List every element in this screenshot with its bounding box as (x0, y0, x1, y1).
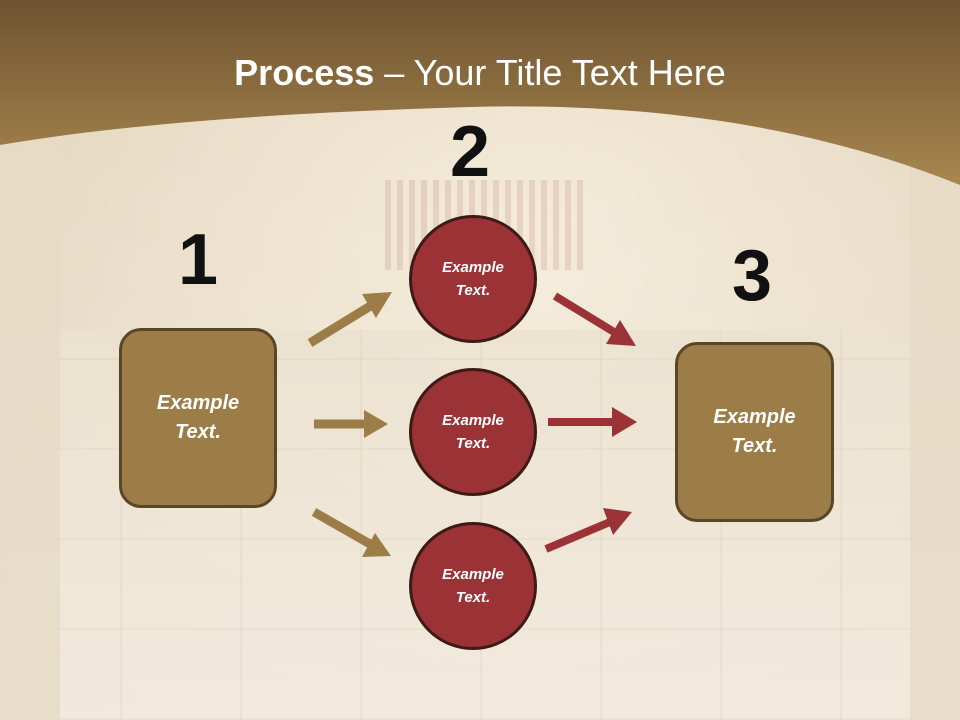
left-box[interactable]: Example Text. (119, 328, 277, 508)
circle-middle-line2: Text. (455, 435, 491, 452)
arrow-left-to-top (307, 292, 392, 347)
header-banner (0, 0, 960, 185)
circle-middle[interactable]: Example Text. (409, 368, 537, 496)
right-box-line1: Example (713, 406, 796, 428)
circle-top-line2: Text. (455, 282, 491, 299)
circle-bottom[interactable]: Example Text. (409, 522, 537, 650)
left-box-line2: Text. (175, 421, 221, 443)
right-box[interactable]: Example Text. (675, 342, 834, 522)
circle-bottom-line1: Example (442, 566, 504, 583)
circle-top-line1: Example (442, 259, 504, 276)
right-box-line2: Text. (731, 435, 778, 457)
circle-middle-line1: Example (442, 412, 504, 429)
arrow-top-to-right (552, 292, 636, 346)
circle-top[interactable]: Example Text. (409, 215, 537, 343)
arrow-bottom-to-right (544, 508, 632, 553)
page-title: Process – Your Title Text Here (0, 52, 960, 94)
arrow-middle-to-right (548, 407, 637, 437)
arrow-left-to-bottom (311, 508, 391, 557)
arrow-left-to-middle (314, 410, 388, 438)
title-rest: – Your Title Text Here (374, 52, 726, 93)
background-wall-left (0, 120, 60, 720)
step-number-1: 1 (178, 220, 219, 300)
step-number-2: 2 (450, 112, 491, 192)
title-bold: Process (234, 52, 375, 93)
circle-bottom-line2: Text. (455, 589, 491, 606)
step-number-3: 3 (732, 236, 773, 316)
background-wall-right (910, 160, 960, 720)
left-box-line1: Example (156, 392, 240, 414)
